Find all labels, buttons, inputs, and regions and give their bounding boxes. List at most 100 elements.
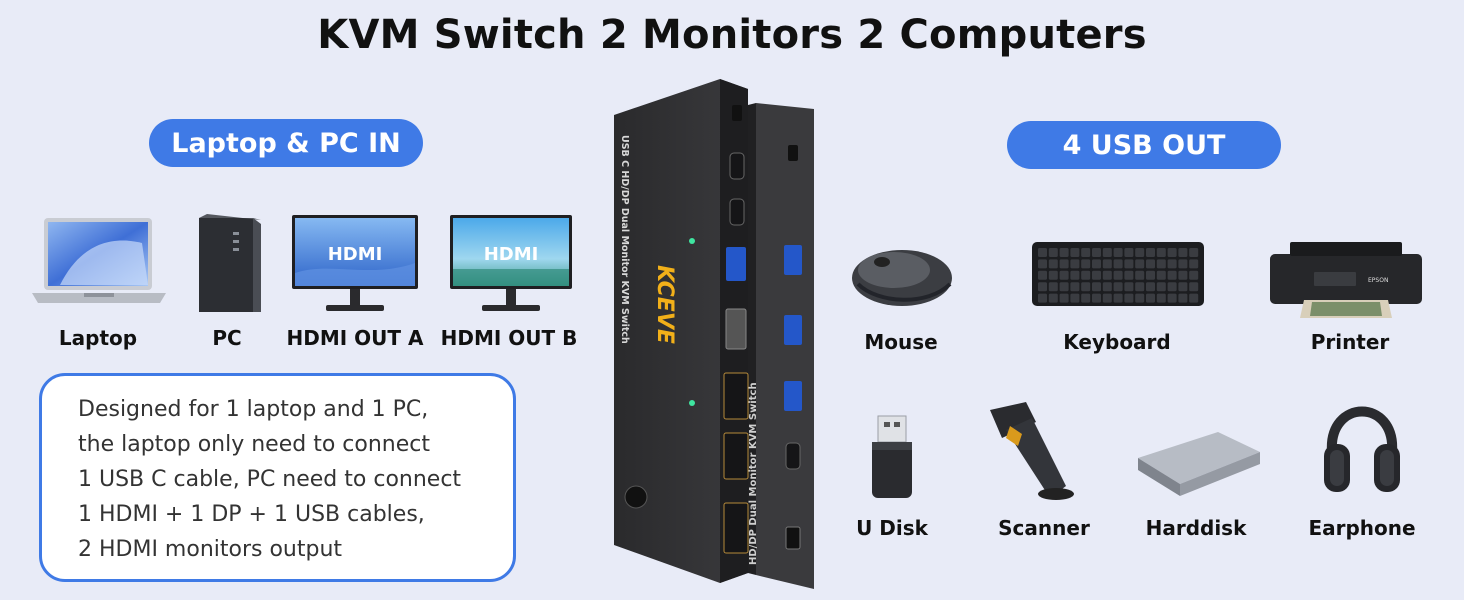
keyboard-key xyxy=(1135,282,1145,292)
description-line: the laptop only need to connect xyxy=(78,432,430,457)
pc-tower-icon xyxy=(199,214,261,312)
keyboard-key xyxy=(1113,248,1123,257)
device-label-scanner: Scanner xyxy=(998,516,1090,540)
keyboard-key xyxy=(1102,259,1112,269)
keyboard-key xyxy=(1038,248,1047,257)
keyboard-key xyxy=(1092,282,1101,292)
keyboard-key xyxy=(1189,293,1199,303)
keyboard-key xyxy=(1167,259,1177,269)
monitor-icon: HDMI xyxy=(292,215,418,311)
device-label-hdmi-out-b: HDMI OUT B xyxy=(440,326,578,350)
keyboard-key xyxy=(1048,248,1058,257)
keyboard-key xyxy=(1167,282,1177,292)
keyboard-key xyxy=(1124,248,1134,257)
product-side-text: HD/DP Dual Monitor KVM Switch xyxy=(748,382,759,565)
keyboard-key xyxy=(1102,248,1112,257)
keyboard-key xyxy=(1048,259,1058,269)
device-label-harddisk: Harddisk xyxy=(1145,516,1247,540)
keyboard-key xyxy=(1038,282,1047,292)
keyboard-key xyxy=(1146,270,1155,280)
keyboard-key xyxy=(1178,259,1188,269)
barcode-scanner-icon xyxy=(990,402,1074,500)
device-label-mouse: Mouse xyxy=(864,330,938,354)
keyboard-key xyxy=(1070,259,1080,269)
monitor-screen-text: HDMI xyxy=(484,244,539,265)
keyboard-key xyxy=(1146,248,1155,257)
keyboard-key xyxy=(1070,293,1080,303)
keyboard-key xyxy=(1048,282,1058,292)
device-label-pc: PC xyxy=(212,326,242,350)
keyboard-key xyxy=(1038,259,1047,269)
monitor-screen-text: HDMI xyxy=(328,244,383,265)
keyboard-key xyxy=(1178,293,1188,303)
keyboard-key xyxy=(1059,293,1069,303)
laptop-icon xyxy=(32,218,166,303)
keyboard-key xyxy=(1146,259,1155,269)
keyboard-key xyxy=(1167,270,1177,280)
keyboard-key xyxy=(1070,248,1080,257)
device-label-u-disk: U Disk xyxy=(856,516,928,540)
keyboard-key xyxy=(1156,270,1166,280)
product-brand: KCEVE xyxy=(652,265,677,344)
mouse-icon xyxy=(852,250,952,306)
outputs-heading-badge: 4 USB OUT xyxy=(1007,121,1281,169)
keyboard-key xyxy=(1070,282,1080,292)
hard-disk-icon xyxy=(1138,432,1260,496)
keyboard-key xyxy=(1135,293,1145,303)
device-label-laptop: Laptop xyxy=(58,326,138,350)
keyboard-key xyxy=(1092,259,1101,269)
keyboard-key xyxy=(1189,282,1199,292)
keyboard-key xyxy=(1135,259,1145,269)
keyboard-key xyxy=(1059,248,1069,257)
product-front-text: USB C HD/DP Dual Monitor KVM Switch xyxy=(619,135,630,344)
keyboard-key xyxy=(1059,282,1069,292)
keyboard-key xyxy=(1113,270,1123,280)
device-label-keyboard: Keyboard xyxy=(1063,330,1171,354)
keyboard-key xyxy=(1189,259,1199,269)
keyboard-key xyxy=(1038,270,1047,280)
inputs-heading-badge: Laptop & PC IN xyxy=(149,119,423,167)
keyboard-key xyxy=(1059,259,1069,269)
svg-text:EPSON: EPSON xyxy=(1368,277,1388,284)
keyboard-key xyxy=(1113,282,1123,292)
keyboard-key xyxy=(1189,248,1199,257)
keyboard-key xyxy=(1124,270,1134,280)
usb-drive-icon xyxy=(872,415,912,498)
headphones-icon xyxy=(1324,406,1400,492)
description-line: 1 USB C cable, PC need to connect xyxy=(78,467,462,492)
keyboard-key xyxy=(1146,282,1155,292)
description-box: Designed for 1 laptop and 1 PC, the lapt… xyxy=(39,373,516,582)
keyboard-icon xyxy=(1032,242,1204,306)
keyboard-key xyxy=(1156,293,1166,303)
printer-icon: EPSON xyxy=(1270,242,1422,318)
keyboard-key xyxy=(1146,293,1155,303)
kvm-switch-product: USB C HD/DP Dual Monitor KVM Switch KCEV… xyxy=(614,79,814,589)
device-label-earphone: Earphone xyxy=(1308,516,1416,540)
keyboard-key xyxy=(1081,248,1091,257)
keyboard-key xyxy=(1178,282,1188,292)
description-line: 2 HDMI monitors output xyxy=(78,537,343,562)
keyboard-key xyxy=(1038,293,1047,303)
keyboard-key xyxy=(1081,293,1091,303)
keyboard-key xyxy=(1167,248,1177,257)
keyboard-key xyxy=(1156,259,1166,269)
keyboard-key xyxy=(1081,270,1091,280)
monitor-icon: HDMI xyxy=(450,215,572,311)
keyboard-key xyxy=(1048,293,1058,303)
keyboard-key xyxy=(1102,293,1112,303)
keyboard-key xyxy=(1102,270,1112,280)
keyboard-key xyxy=(1059,270,1069,280)
description-line: 1 HDMI + 1 DP + 1 USB cables, xyxy=(78,502,425,527)
keyboard-key xyxy=(1156,248,1166,257)
keyboard-key xyxy=(1124,282,1134,292)
keyboard-key xyxy=(1081,282,1091,292)
description-line: Designed for 1 laptop and 1 PC, xyxy=(78,397,429,422)
keyboard-key xyxy=(1156,282,1166,292)
keyboard-key xyxy=(1092,248,1101,257)
keyboard-key xyxy=(1135,248,1145,257)
keyboard-key xyxy=(1113,259,1123,269)
keyboard-key xyxy=(1178,270,1188,280)
keyboard-key xyxy=(1048,270,1058,280)
keyboard-key xyxy=(1135,270,1145,280)
keyboard-key xyxy=(1113,293,1123,303)
